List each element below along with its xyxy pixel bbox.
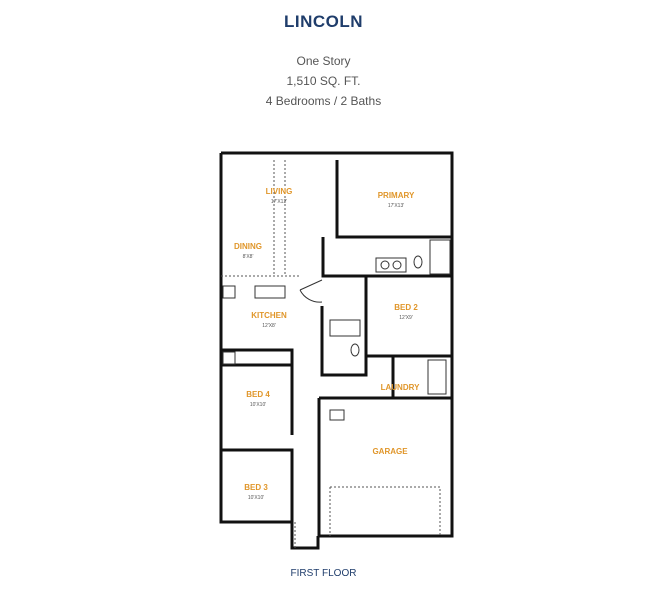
story-count: One Story bbox=[296, 54, 351, 68]
room-bed-3-dim: 10'X10' bbox=[248, 495, 264, 501]
room-kitchen-dim: 12'X8' bbox=[262, 323, 276, 329]
room-living: LIVING bbox=[266, 187, 293, 196]
floor-label: FIRST FLOOR bbox=[290, 568, 357, 579]
room-garage: GARAGE bbox=[372, 447, 408, 456]
room-dining-dim: 8'X8' bbox=[243, 254, 254, 260]
room-bed-2-dim: 12'X9' bbox=[399, 315, 413, 321]
square-footage: 1,510 SQ. FT. bbox=[286, 74, 361, 88]
room-kitchen: KITCHEN bbox=[251, 311, 287, 320]
room-bed-3: BED 3 bbox=[244, 483, 268, 492]
room-labels: LIVING 17'X12' PRIMARY 17'X13' DINING 8'… bbox=[234, 187, 420, 501]
room-dining: DINING bbox=[234, 242, 262, 251]
room-bed-4-dim: 10'X10' bbox=[250, 402, 266, 408]
walls bbox=[219, 151, 454, 550]
room-living-dim: 17'X12' bbox=[271, 199, 287, 205]
room-bed-2: BED 2 bbox=[394, 303, 418, 312]
bed-bath-count: 4 Bedrooms / 2 Baths bbox=[265, 94, 382, 108]
room-primary: PRIMARY bbox=[378, 191, 415, 200]
room-primary-dim: 17'X13' bbox=[388, 203, 404, 209]
room-laundry: LAUNDRY bbox=[381, 383, 420, 392]
room-bed-4: BED 4 bbox=[246, 390, 270, 399]
plan-title: LINCOLN bbox=[283, 12, 364, 31]
